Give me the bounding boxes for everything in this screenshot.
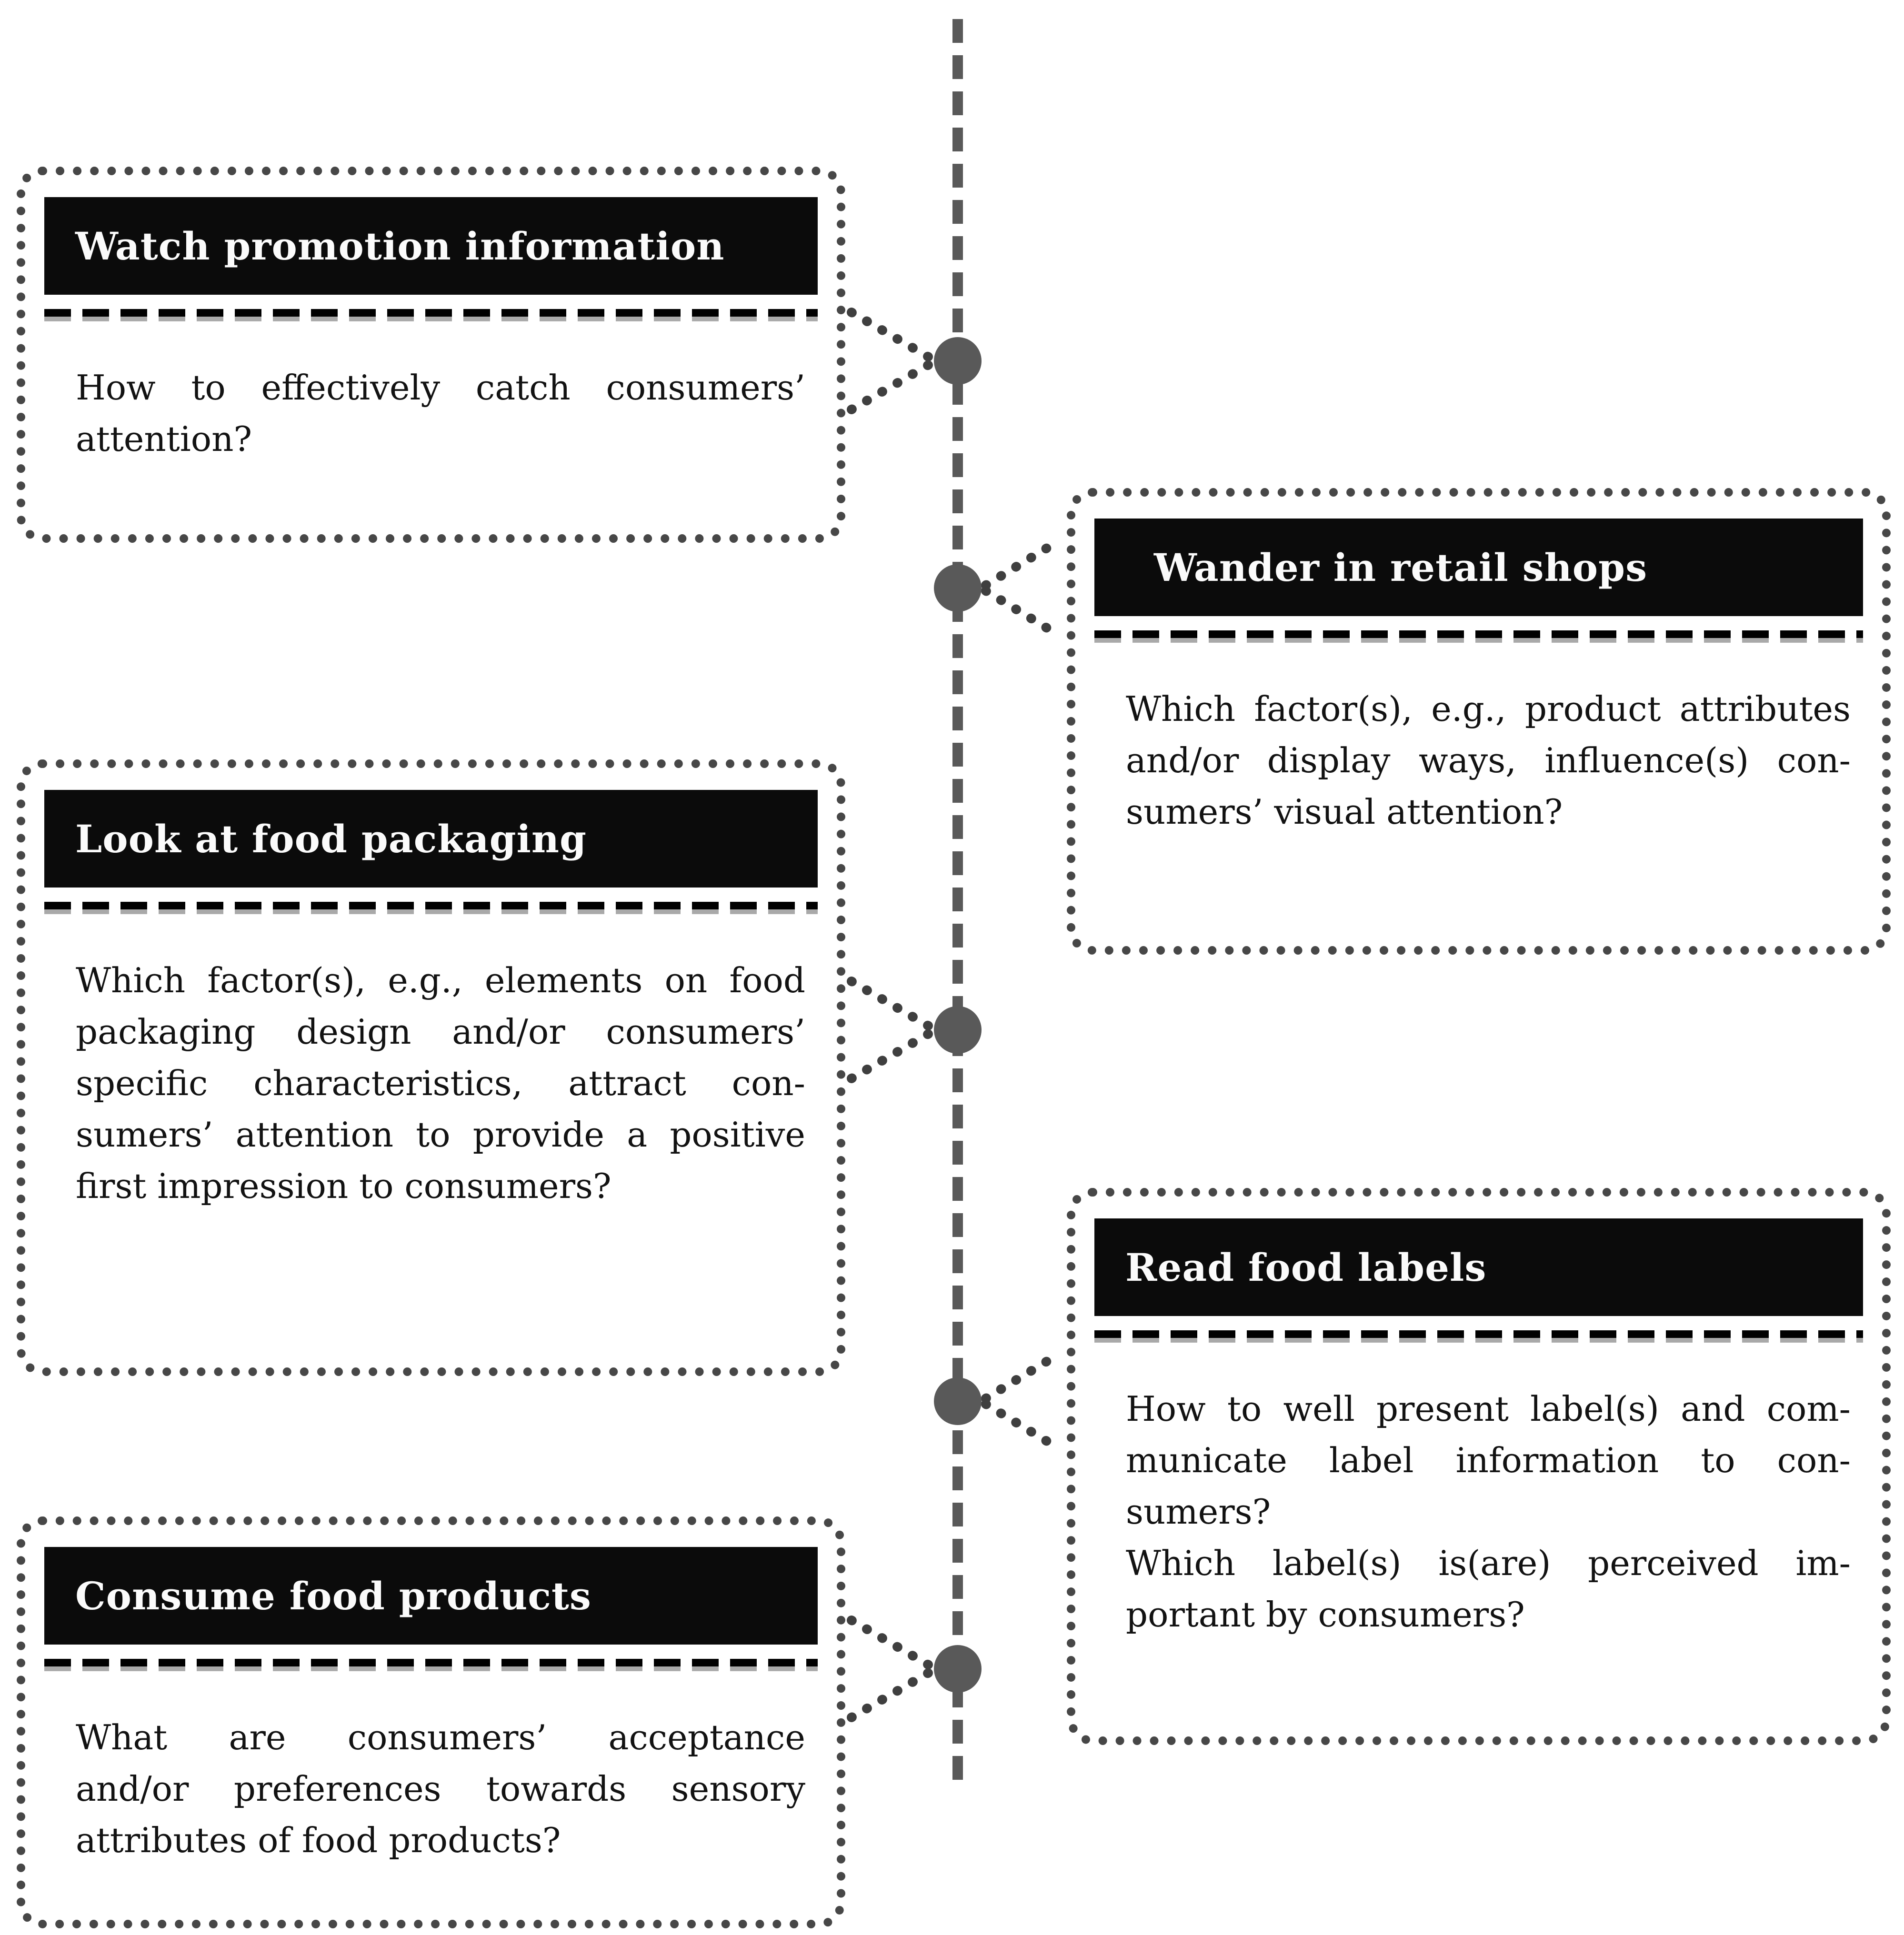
- timeline-axis: [952, 19, 963, 1781]
- header-separator: [1094, 630, 1863, 643]
- box-title: Wander in retail shops: [1154, 545, 1648, 590]
- stage-box-wander-in-retail-shops: Wander in retail shops Which factor(s), …: [1067, 488, 1891, 955]
- connector-dotted-line: [847, 308, 934, 362]
- box-header: Wander in retail shops: [1094, 519, 1863, 616]
- connector-dotted-line: [981, 1399, 1066, 1455]
- box-body: Which factor(s), e.g., elements on food p…: [44, 914, 818, 1212]
- body-line: Which factor(s), e.g., elements on food: [76, 960, 805, 1000]
- box-header: Watch promotion information: [44, 197, 818, 295]
- connector-dotted-line: [847, 1028, 934, 1083]
- body-line: attributes of food products?: [76, 1820, 561, 1860]
- box-title: Consume food products: [75, 1573, 591, 1618]
- body-line: How to well present label(s) and com-: [1126, 1389, 1851, 1429]
- timeline-node: [934, 337, 982, 385]
- header-separator: [44, 1659, 818, 1671]
- header-separator: [44, 309, 818, 321]
- stage-box-look-at-food-packaging: Look at food packaging Which factor(s), …: [17, 759, 845, 1376]
- box-title: Look at food packaging: [75, 816, 587, 861]
- connector-dotted-line: [981, 1348, 1066, 1403]
- body-line: specific characteristics, attract con-: [76, 1063, 805, 1103]
- box-header: Read food labels: [1094, 1218, 1863, 1316]
- timeline-node: [934, 1645, 982, 1693]
- body-line: municate label information to con-: [1126, 1440, 1851, 1480]
- box-title: Watch promotion information: [75, 223, 725, 269]
- body-line: and/or display ways, influence(s) con-: [1126, 740, 1851, 780]
- body-line: and/or preferences towards sensory: [76, 1769, 805, 1809]
- connector-dotted-line: [981, 535, 1066, 590]
- box-title: Read food labels: [1125, 1245, 1487, 1290]
- timeline-node: [934, 1377, 982, 1425]
- stage-box-consume-food-products: Consume food products What are consumers…: [17, 1516, 845, 1928]
- body-line: first impression to consumers?: [76, 1166, 611, 1206]
- box-header: Consume food products: [44, 1547, 818, 1645]
- stage-box-read-food-labels: Read food labels How to well present lab…: [1067, 1188, 1891, 1745]
- body-line: packaging design and/or consumers’: [76, 1012, 805, 1052]
- body-line: attention?: [76, 419, 252, 459]
- body-line: sumers’ attention to provide a positive: [76, 1115, 805, 1155]
- box-body: How to well present label(s) and com-mun…: [1094, 1343, 1863, 1640]
- box-body: What are consumers’ acceptance and/or pre…: [44, 1671, 818, 1866]
- body-line: portant by consumers?: [1126, 1595, 1525, 1635]
- connector-dotted-line: [847, 1667, 934, 1722]
- body-line: Which label(s) is(are) perceived im-: [1126, 1543, 1851, 1583]
- box-header: Look at food packaging: [44, 790, 818, 888]
- stage-box-watch-promotion-information: Watch promotion information How to effec…: [17, 167, 845, 543]
- connector-dotted-line: [847, 1616, 934, 1670]
- connector-dotted-line: [981, 586, 1066, 641]
- box-body: Which factor(s), e.g., product attribute…: [1094, 643, 1863, 838]
- connector-dotted-line: [847, 977, 934, 1031]
- body-line: Which factor(s), e.g., product attribute…: [1126, 689, 1851, 729]
- box-body: How to effectively catch consumers’ atten…: [44, 321, 818, 465]
- body-line: sumers’ visual attention?: [1126, 792, 1563, 832]
- header-separator: [1094, 1330, 1863, 1343]
- body-line: How to effectively catch consumers’: [76, 368, 805, 408]
- timeline-node: [934, 564, 982, 612]
- body-line: What are consumers’ acceptance: [76, 1717, 805, 1757]
- connector-dotted-line: [847, 359, 934, 414]
- header-separator: [44, 902, 818, 914]
- timeline-node: [934, 1006, 982, 1054]
- body-line: sumers?: [1126, 1492, 1271, 1532]
